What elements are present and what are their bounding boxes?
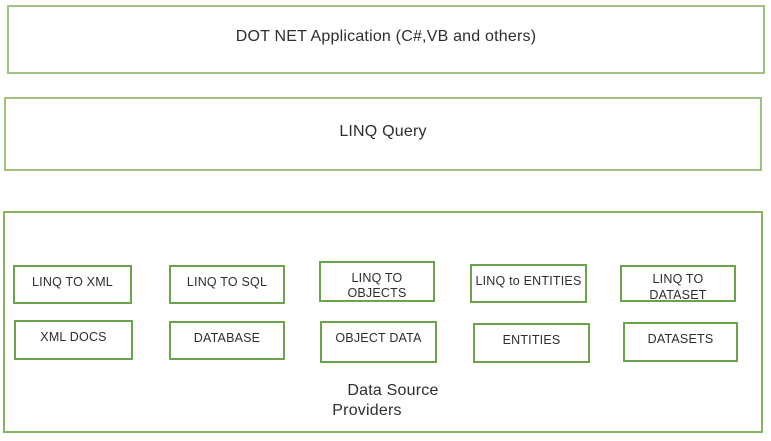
source-label: OBJECT DATA xyxy=(335,331,422,345)
source-box-xml-docs: XML DOCS xyxy=(14,320,133,360)
provider-label: LINQ to ENTITIES xyxy=(475,274,582,288)
provider-box-linq-to-xml: LINQ TO XML xyxy=(13,265,132,304)
data-source-providers-box xyxy=(3,211,763,433)
provider-label: LINQ TO OBJECTS xyxy=(347,271,407,300)
provider-box-linq-to-entities: LINQ to ENTITIES xyxy=(470,264,587,303)
source-label: ENTITIES xyxy=(502,333,561,347)
providers-caption-line2: Providers xyxy=(332,402,402,419)
provider-label: LINQ TO DATASET xyxy=(649,272,707,302)
source-label: DATASETS xyxy=(647,332,714,346)
linq-query-box: LINQ Query xyxy=(4,97,762,171)
provider-box-linq-to-dataset: LINQ TO DATASET xyxy=(620,265,736,302)
source-box-database: DATABASE xyxy=(169,321,285,360)
source-box-entities: ENTITIES xyxy=(473,323,590,363)
provider-box-linq-to-objects: LINQ TO OBJECTS xyxy=(319,261,435,302)
source-label: XML DOCS xyxy=(40,330,107,344)
linq-query-label: LINQ Query xyxy=(339,123,427,140)
source-label: DATABASE xyxy=(193,331,261,345)
provider-box-linq-to-sql: LINQ TO SQL xyxy=(169,265,285,304)
provider-label: LINQ TO XML xyxy=(32,275,113,289)
source-box-object-data: OBJECT DATA xyxy=(320,321,437,363)
providers-caption-line1: Data Source xyxy=(347,382,439,399)
source-box-datasets: DATASETS xyxy=(623,322,738,362)
provider-label: LINQ TO SQL xyxy=(186,275,268,289)
dotnet-application-box: DOT NET Application (C#,VB and others) xyxy=(7,5,765,74)
dotnet-application-label: DOT NET Application (C#,VB and others) xyxy=(235,28,537,45)
